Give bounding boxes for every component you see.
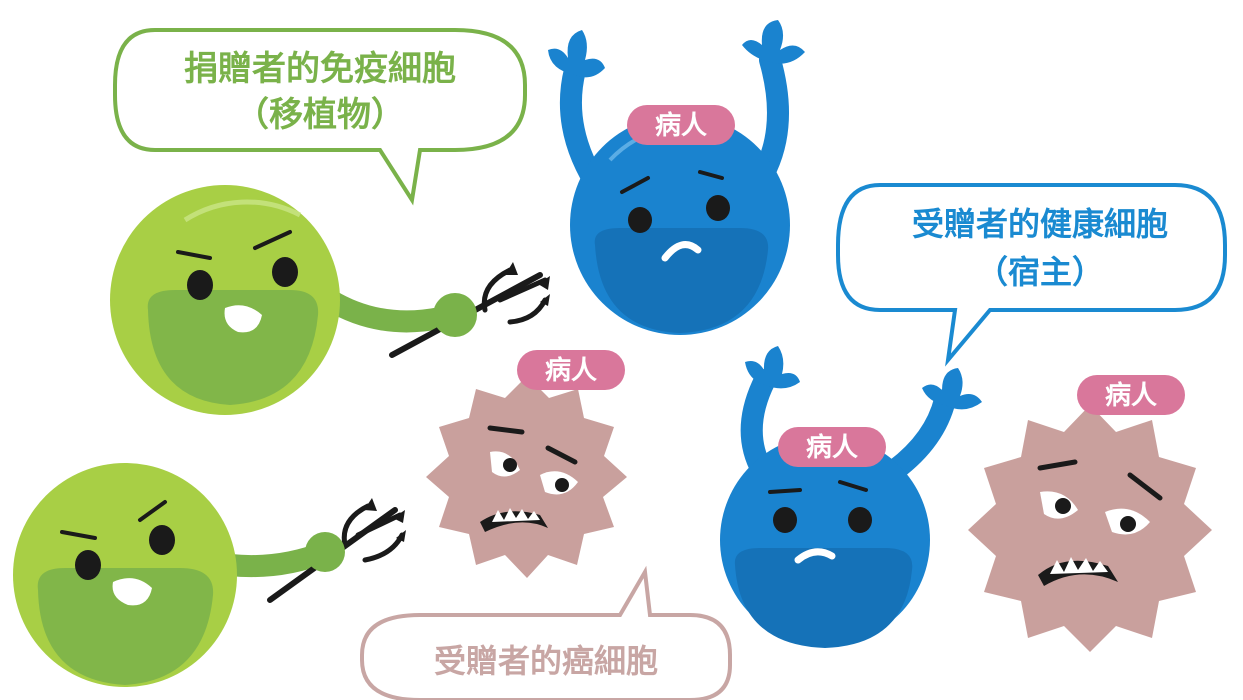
- patient-tag-host-top: 病人: [627, 105, 735, 145]
- patient-tag-cancer-right: 病人: [1077, 375, 1185, 415]
- graft-cell-top-hand: [433, 293, 477, 337]
- graft-cell-bottom-mouth: [112, 578, 152, 606]
- graft-cell-bottom-hand: [305, 532, 345, 572]
- host-cell-top-right-hand: [742, 20, 805, 64]
- host-cell-top: [548, 20, 805, 335]
- graft-cell-bottom: [13, 463, 406, 687]
- graft-cell-bottom-belly: [37, 568, 214, 685]
- cancer-cell-center: [426, 376, 627, 578]
- host-cell-bottom-mouth: [794, 548, 836, 564]
- graft-bubble-line1: 捐贈者的免疫細胞: [184, 49, 456, 89]
- host-cell-top-left-hand: [548, 30, 605, 78]
- graft-cell-top-mouth: [224, 305, 262, 333]
- host-cell-bottom: [720, 346, 982, 648]
- cancer-bubble-line1: 受贈者的癌細胞: [434, 642, 658, 680]
- cancer-bubble-outline: [360, 565, 732, 700]
- patient-tag-host-top-label: 病人: [655, 111, 707, 141]
- cancer-cell-right: [968, 405, 1212, 652]
- patient-tag-host-right: 病人: [778, 427, 886, 467]
- graft-bubble-outline: [113, 28, 527, 206]
- graft-cell-top: [110, 185, 550, 415]
- host-cell-bottom-left-hand: [745, 346, 800, 389]
- graft-bubble-line2: （移植物）: [235, 95, 405, 135]
- patient-tag-cancer-left-label: 病人: [545, 356, 597, 386]
- patient-tag-cancer-right-label: 病人: [1105, 381, 1157, 411]
- cancer-cell-center-body: [426, 376, 627, 578]
- graft-cell-top-belly: [147, 290, 319, 405]
- host-speech-bubble: 受贈者的健康細胞 （宿主）: [836, 183, 1227, 367]
- patient-tag-host-right-label: 病人: [806, 433, 858, 463]
- host-bubble-line2: （宿主）: [976, 253, 1104, 291]
- graft-speech-bubble: 捐贈者的免疫細胞 （移植物）: [113, 28, 527, 206]
- cancer-cell-right-body: [968, 405, 1212, 652]
- cancer-speech-bubble: 受贈者的癌細胞: [360, 565, 732, 700]
- patient-tag-cancer-left: 病人: [517, 350, 625, 390]
- host-cell-bottom-right-arm: [884, 389, 956, 481]
- host-cell-bottom-belly: [734, 548, 913, 648]
- host-cell-bottom-right-hand: [922, 368, 982, 410]
- host-cell-top-belly: [594, 228, 769, 333]
- graft-cell-top-arm: [319, 289, 451, 333]
- host-bubble-outline: [836, 183, 1227, 367]
- host-bubble-line1: 受贈者的健康細胞: [912, 205, 1168, 243]
- host-cell-top-mouth: [661, 241, 702, 262]
